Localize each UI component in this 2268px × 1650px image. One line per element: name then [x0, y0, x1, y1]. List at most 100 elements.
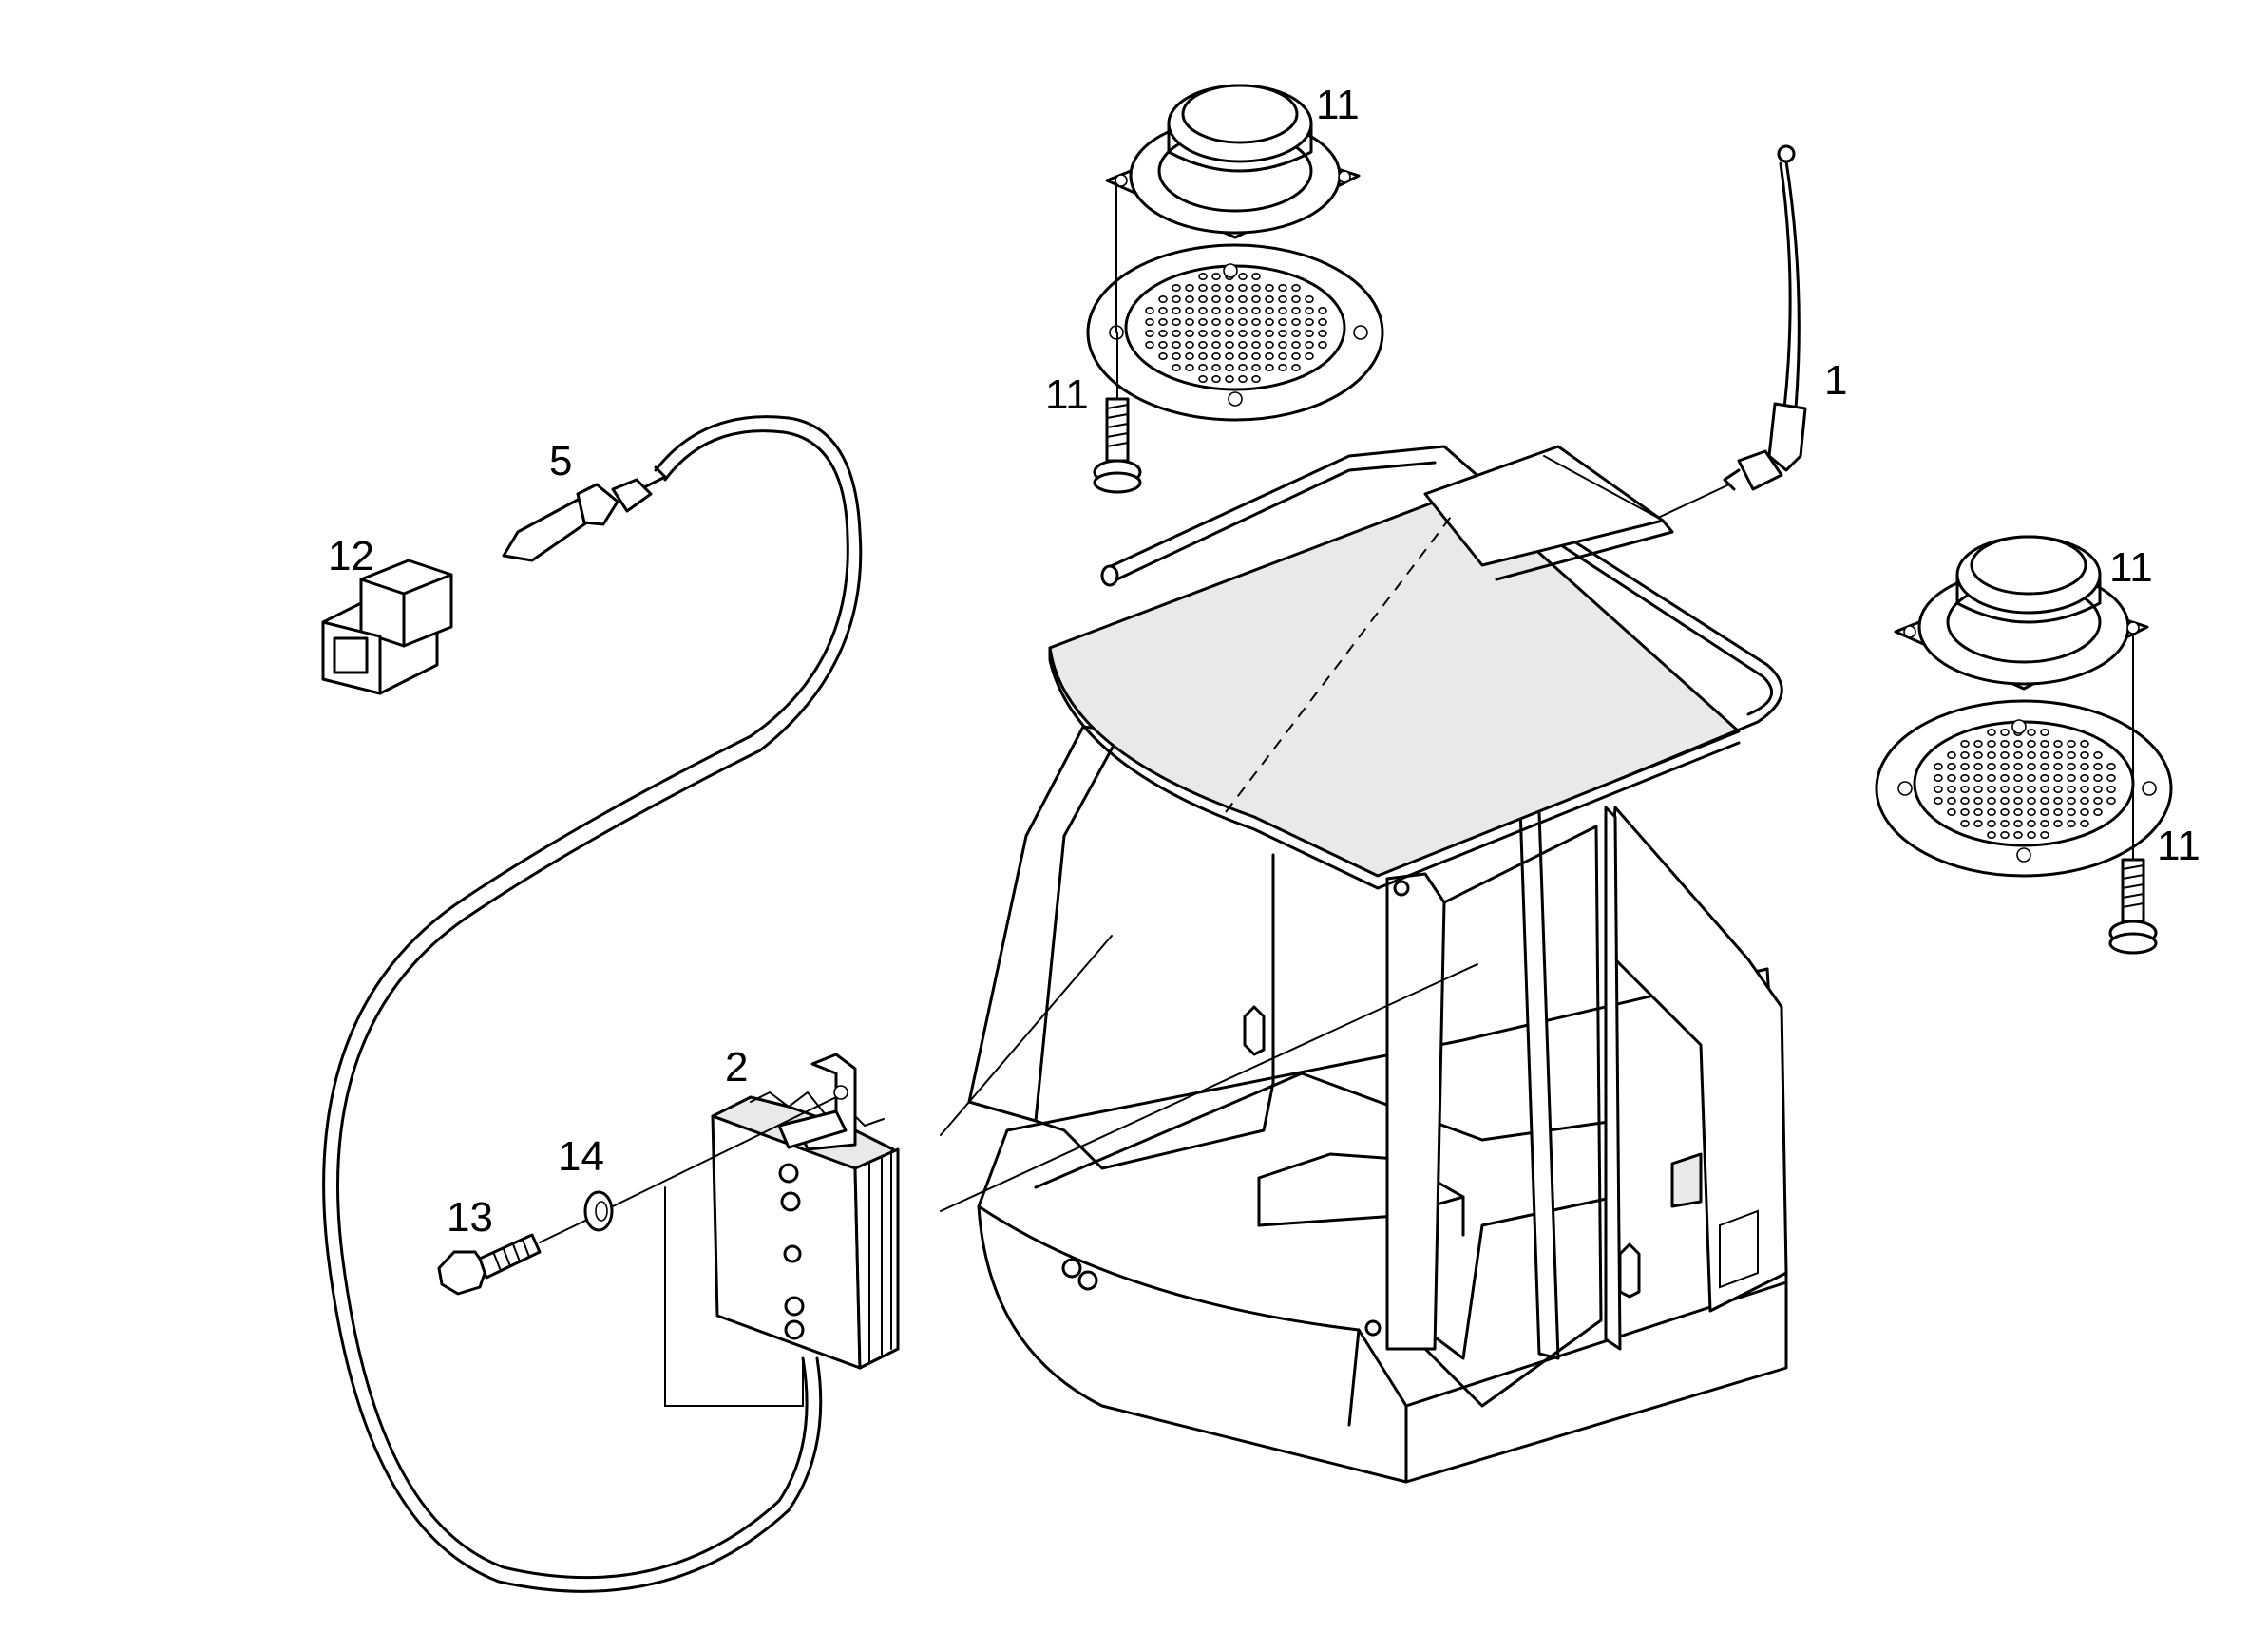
grille-perforation: [1198, 329, 1208, 337]
grille-perforation: [1947, 796, 1956, 805]
bolt-threads: [493, 1239, 530, 1272]
grille-perforation: [2053, 750, 2063, 759]
grille-perforation: [1145, 317, 1154, 326]
antenna: [1723, 144, 1807, 491]
grille-perforation: [2080, 750, 2089, 759]
grille-perforation: [2040, 807, 2049, 816]
grille-perforation: [2067, 762, 2076, 770]
cab-front-frame: [967, 725, 1123, 1123]
antenna-cable: [336, 415, 863, 1580]
grille-perforation: [2067, 819, 2076, 827]
grille-perforation: [2040, 796, 2049, 805]
grille-perforation: [1960, 807, 1970, 816]
grille-perforation: [1278, 329, 1287, 337]
cab-shell-rim: [977, 1204, 1788, 1408]
cab-seat-box-front: [1257, 1176, 1465, 1237]
connector: [321, 559, 453, 695]
cab-bolt-2: [1364, 1319, 1382, 1337]
grille-perforation: [1185, 351, 1194, 360]
grille-perforation: [1291, 306, 1301, 314]
grille-perforation: [1265, 363, 1274, 371]
grille-right-hole-1: [2011, 719, 2027, 734]
grille-perforation: [1238, 306, 1248, 314]
grille-perforation: [2053, 739, 2063, 748]
grille-perforation: [2093, 750, 2103, 759]
grille-perforation: [1987, 830, 1996, 839]
grille-top-mesh: [1145, 272, 1327, 383]
grille-perforation: [2000, 830, 2010, 839]
grille-perforation: [1225, 283, 1234, 292]
grille-perforation: [1291, 329, 1301, 337]
callout-plug: 5: [549, 438, 572, 484]
grille-perforation: [1973, 807, 1983, 816]
suppressor: [711, 1053, 900, 1370]
grille-perforation: [1145, 306, 1154, 314]
grille-perforation: [1987, 728, 1996, 736]
grille-perforation: [2080, 762, 2089, 770]
grille-perforation: [2080, 739, 2089, 748]
screw-right: [2108, 858, 2158, 955]
grille-perforation: [2040, 785, 2049, 793]
leader-antenna: [1543, 455, 1730, 520]
grille-perforation: [1251, 351, 1261, 360]
grille-perforation: [2040, 830, 2049, 839]
grille-perforation: [1172, 363, 1181, 371]
grille-top-ring-inner: [1124, 264, 1346, 391]
cab-roof-housing-side: [1495, 519, 1674, 581]
grille-perforation: [1291, 351, 1301, 360]
leader-cab-dashed: [1225, 512, 1455, 813]
grille-perforation: [1934, 762, 1943, 770]
grille-perforation: [1305, 329, 1314, 337]
grille-perforation: [1185, 317, 1194, 326]
cab-knob-2: [1077, 1270, 1098, 1291]
cab-door-frame-inner: [1423, 825, 1603, 1408]
grille-perforation: [1987, 785, 1996, 793]
grille-perforation: [1172, 317, 1181, 326]
grille-perforation: [1198, 351, 1208, 360]
grille-perforation: [1973, 739, 1983, 748]
grille-perforation: [1987, 739, 1996, 748]
cab-knob-1: [1061, 1258, 1082, 1279]
grille-perforation: [1225, 340, 1234, 349]
grille-perforation: [2027, 785, 2036, 793]
grille-perforation: [1291, 283, 1301, 292]
grille-perforation: [1318, 317, 1327, 326]
grille-perforation: [1251, 317, 1261, 326]
screw-right-head-base: [2108, 932, 2158, 955]
speaker-top-hole-1: [1115, 174, 1128, 187]
grille-perforation: [2027, 819, 2036, 827]
antenna-tip: [1777, 144, 1796, 163]
antenna-base: [1767, 402, 1807, 472]
grille-perforation: [2000, 819, 2010, 827]
cab-bolt-1: [1393, 880, 1410, 897]
cab-roof-edge: [1048, 646, 1741, 890]
grille-perforation: [1318, 306, 1327, 314]
grille-perforation: [1305, 294, 1314, 303]
grille-perforation: [2093, 796, 2103, 805]
callout-speaker-top: 11: [1316, 82, 1360, 128]
grille-perforation: [1198, 363, 1208, 371]
grille-perforation: [2000, 796, 2010, 805]
grille-perforation: [1947, 750, 1956, 759]
grille-perforation: [1158, 317, 1168, 326]
grille-perforation: [1973, 819, 1983, 827]
suppressor-stud-3: [783, 1244, 802, 1263]
grille-perforation: [1225, 351, 1234, 360]
screw-right-threads: [2122, 864, 2144, 908]
grille-perforation: [1172, 294, 1181, 303]
cab-roof-rail-side: [1476, 478, 1783, 783]
cab-door-post: [1385, 872, 1446, 1351]
grille-perforation: [1172, 283, 1181, 292]
plug: [502, 465, 667, 562]
cab-roof: [1048, 487, 1741, 878]
grille-perforation: [2067, 773, 2076, 782]
grille-perforation: [2040, 819, 2049, 827]
grille-perforation: [1278, 317, 1287, 326]
leader-suppressor-cab: [940, 935, 1478, 1212]
grille-perforation: [1265, 283, 1274, 292]
grille-perforation: [1225, 374, 1234, 383]
grille-perforation: [1251, 340, 1261, 349]
grille-perforation: [2027, 796, 2036, 805]
grille-right-hole-2: [1897, 781, 1913, 796]
grille-perforation: [1211, 351, 1221, 360]
